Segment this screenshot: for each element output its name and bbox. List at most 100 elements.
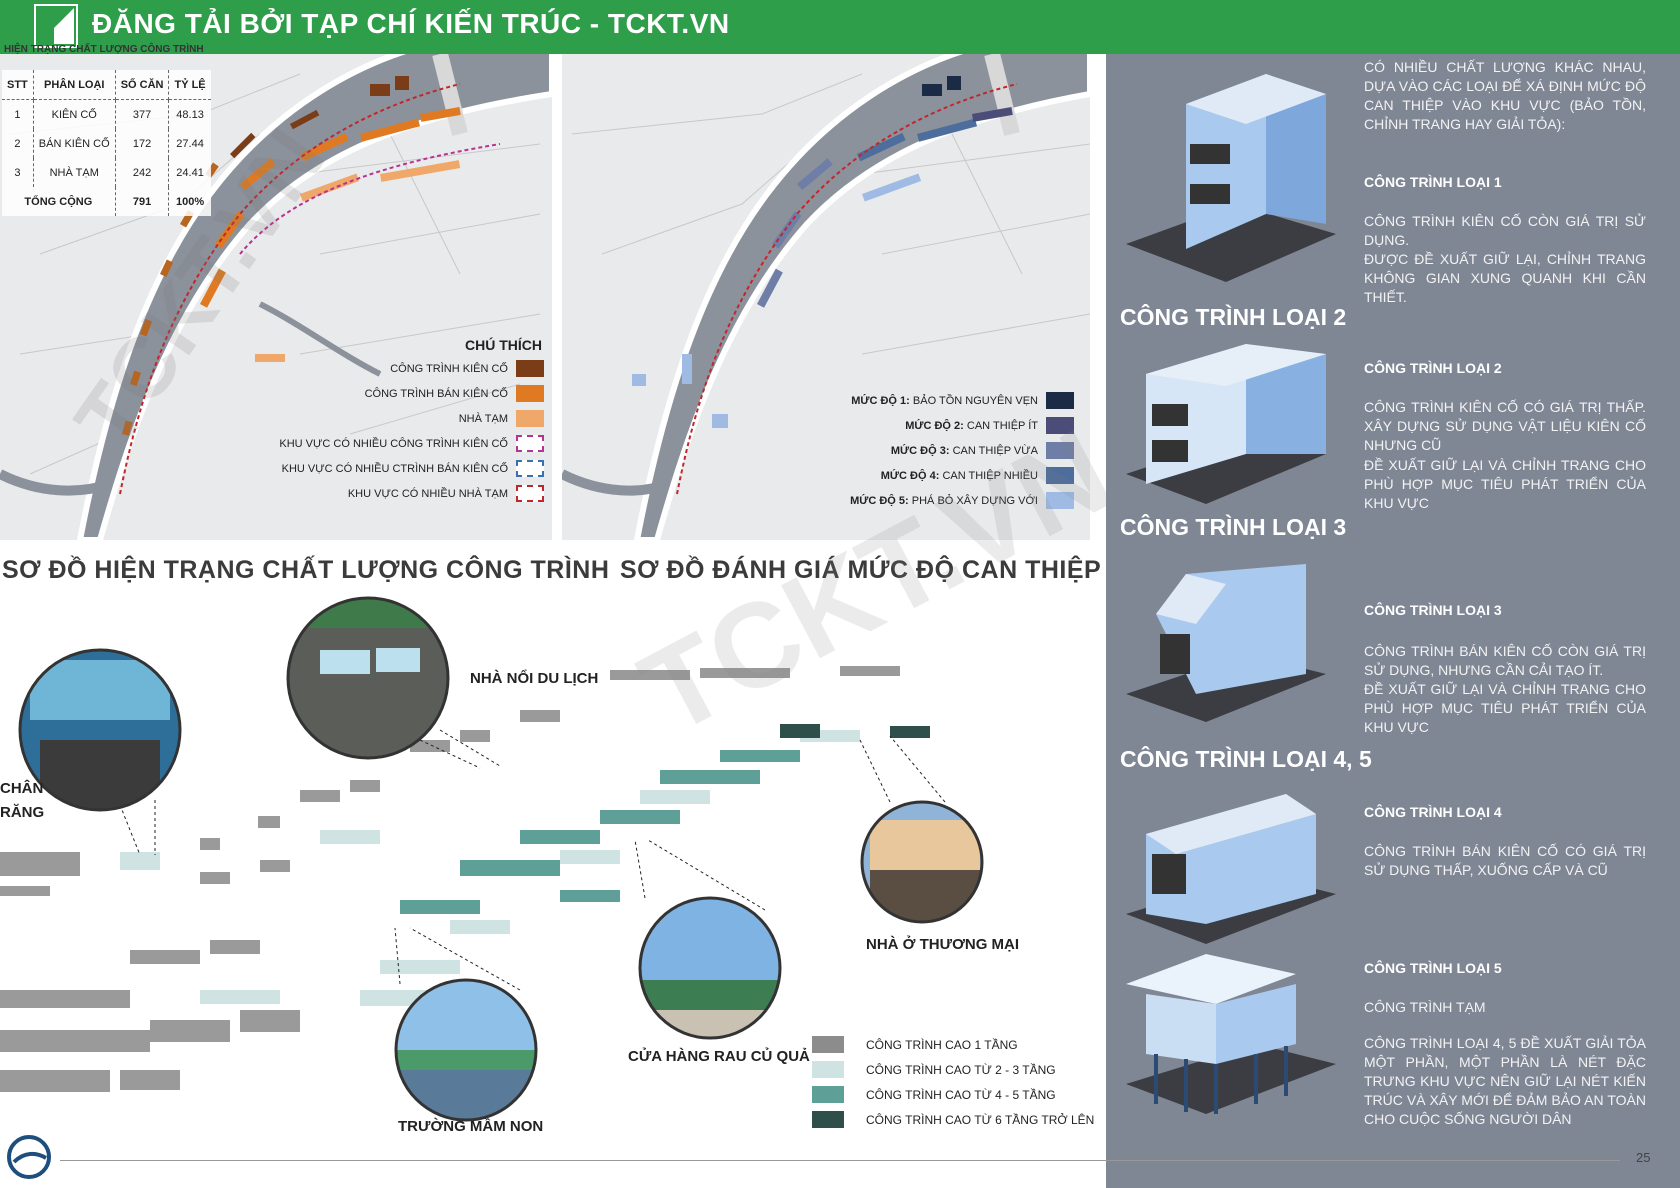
photo-kindergarten-left [20, 650, 180, 810]
legend-swatch [1046, 417, 1074, 434]
intervention-map-title: SƠ ĐỒ ĐÁNH GIÁ MỨC ĐỘ CAN THIỆP [620, 556, 1102, 584]
footer-logo-icon [7, 1135, 51, 1179]
legend-item: CÔNG TRÌNH CAO TỪ 4 - 5 TẦNG [812, 1082, 1094, 1107]
legend-item: KHU VỰC CÓ NHIỀU NHÀ TẠM [250, 481, 544, 506]
legend-swatch [516, 385, 544, 402]
type2-heading: CÔNG TRÌNH LOẠI 2 [1120, 304, 1347, 330]
perspective-diagram [0, 596, 984, 1122]
legend-item: NHÀ TẠM [250, 406, 544, 431]
type1-desc-2: ĐƯỢC ĐỀ XUẤT GIỮ LẠI, CHỈNH TRANG KHÔNG … [1364, 251, 1646, 305]
building-types-panel: CÓ NHIỀU CHẤT LƯỢNG KHÁC NHAU, DỰA VÀO C… [1106, 54, 1680, 1188]
stats-header-cell: SỐ CĂN [115, 70, 170, 100]
callout-floating-house: NHÀ NỔI DU LỊCH [470, 670, 599, 687]
stats-cell: BÁN KIÊN CỐ [33, 129, 116, 158]
legend-level: MỨC ĐỘ 3: [890, 444, 950, 457]
photo-vegetable-store [640, 898, 780, 1038]
building-type-2-illustration [1126, 344, 1326, 504]
legend-swatch [516, 485, 544, 502]
type5-desc-2: CÔNG TRÌNH LOẠI 4, 5 ĐỀ XUẤT GIẢI TỎA MỘ… [1364, 1035, 1646, 1127]
type3-title: CÔNG TRÌNH LOẠI 3 [1364, 602, 1502, 618]
height-legend: CÔNG TRÌNH CAO 1 TẦNG CÔNG TRÌNH CAO TỪ … [812, 1032, 1094, 1132]
type1-title: CÔNG TRÌNH LOẠI 1 [1364, 174, 1502, 190]
header-title: ĐĂNG TẢI BỞI TẠP CHÍ KIẾN TRÚC - TCKT.VN [92, 8, 730, 39]
stats-header-cell: PHÂN LOẠI [33, 70, 116, 100]
callout-commercial-house: NHÀ Ở THƯƠNG MẠI [866, 936, 1020, 953]
legend-level: MỨC ĐỘ 1: [851, 394, 910, 407]
stats-cell: KIÊN CỐ [33, 99, 116, 129]
legend-swatch [1046, 492, 1074, 509]
building-blocks [0, 666, 930, 1092]
stats-row: 3 NHÀ TẠM 242 24.41 [2, 158, 211, 187]
type5-desc-1: CÔNG TRÌNH TẠM [1364, 999, 1486, 1015]
callout-leaders [119, 729, 946, 991]
legend-swatch [516, 360, 544, 377]
legend-desc: CAN THIỆP VỪA [952, 444, 1038, 457]
stats-cell: 24.41 [176, 166, 204, 179]
callout-left-partial-2: RĂNG [0, 804, 45, 821]
intervention-legend: MỨC ĐỘ 1: BẢO TỒN NGUYÊN VẸN MỨC ĐỘ 2: C… [770, 388, 1074, 513]
building-illustrations [1126, 74, 1336, 1114]
type45-heading: CÔNG TRÌNH LOẠI 4, 5 [1120, 746, 1372, 772]
quality-map-drawing: TCKT.VN [0, 54, 552, 540]
type3-desc-2: ĐỀ XUẤT GIỮ LẠI VÀ CHỈNH TRANG CHO PHÙ H… [1364, 681, 1646, 735]
legend-item: MỨC ĐỘ 4: CAN THIỆP NHIỀU [770, 463, 1074, 488]
legend-swatch [516, 410, 544, 427]
building-type-1-illustration [1126, 74, 1336, 282]
legend-label: CÔNG TRÌNH KIÊN CỐ [390, 362, 508, 375]
legend-swatch [1046, 392, 1074, 409]
legend-level: MỨC ĐỘ 4: [880, 469, 940, 482]
header-bar [0, 0, 1680, 54]
legend-label: KHU VỰC CÓ NHIỀU CÔNG TRÌNH KIÊN CỐ [279, 437, 508, 450]
legend-desc: PHÁ BỎ XÂY DỰNG VỚI [911, 494, 1038, 507]
type4-desc: CÔNG TRÌNH BÁN KIÊN CỐ CÓ GIÁ TRỊ SỬ DỤN… [1364, 843, 1646, 878]
type5-title: CÔNG TRÌNH LOẠI 5 [1364, 960, 1502, 976]
stats-cell: 3 [2, 158, 34, 187]
legend-item: CÔNG TRÌNH BÁN KIÊN CỐ [250, 381, 544, 406]
stats-row: 2 BÁN KIÊN CỐ 172 27.44 [2, 129, 211, 158]
legend-item: KHU VỰC CÓ NHIỀU CTRÌNH BÁN KIÊN CỐ [250, 456, 544, 481]
photo-floating-house [288, 598, 448, 758]
legend-swatch [516, 435, 544, 452]
legend-swatch [1046, 467, 1074, 484]
stats-table: STT PHÂN LOẠI SỐ CĂN TỶ LỆ 1 KIÊN CỐ 377… [2, 70, 211, 216]
legend-item: CÔNG TRÌNH CAO 1 TẦNG [812, 1032, 1094, 1057]
legend-swatch [812, 1036, 844, 1053]
stats-header-cell: TỶ LỆ [168, 70, 211, 100]
stats-total-label: TỔNG CỘNG [2, 187, 116, 216]
magazine-logo-icon [34, 4, 78, 48]
legend-item: MỨC ĐỘ 2: CAN THIỆP ÍT [770, 413, 1074, 438]
callout-kindergarten: TRƯỜNG MẦM NON [398, 1118, 544, 1135]
type3-heading: CÔNG TRÌNH LOẠI 3 [1120, 514, 1347, 540]
legend-swatch [812, 1086, 844, 1103]
legend-item: MỨC ĐỘ 5: PHÁ BỎ XÂY DỰNG VỚI [770, 488, 1074, 513]
stats-cell: 242 [115, 158, 170, 187]
legend-item: CÔNG TRÌNH CAO TỪ 6 TẦNG TRỞ LÊN [812, 1107, 1094, 1132]
stats-cell: 377 [115, 99, 170, 129]
stats-cell: 2 [2, 129, 34, 158]
quality-map-title: SƠ ĐỒ HIỆN TRẠNG CHẤT LƯỢNG CÔNG TRÌNH [2, 556, 610, 584]
legend-label: CÔNG TRÌNH CAO TỪ 4 - 5 TẦNG [866, 1087, 1056, 1102]
building-type-3-illustration [1126, 564, 1326, 722]
type2-desc-1: CÔNG TRÌNH KIÊN CỐ CÓ GIÁ TRỊ THẤP. XÂY … [1364, 399, 1646, 453]
building-type-4-illustration [1126, 794, 1336, 944]
legend-item: KHU VỰC CÓ NHIỀU CÔNG TRÌNH KIÊN CỐ [250, 431, 544, 456]
legend-item: CÔNG TRÌNH CAO TỪ 2 - 3 TẦNG [812, 1057, 1094, 1082]
stats-cell: 172 [115, 129, 170, 158]
type2-title: CÔNG TRÌNH LOẠI 2 [1364, 360, 1502, 376]
legend-item: CÔNG TRÌNH KIÊN CỐ [250, 356, 544, 381]
type4-title: CÔNG TRÌNH LOẠI 4 [1364, 804, 1502, 820]
legend-label: CÔNG TRÌNH BÁN KIÊN CỐ [364, 387, 508, 400]
stats-header-row: STT PHÂN LOẠI SỐ CĂN TỶ LỆ [2, 70, 211, 100]
stats-cell: 48.13 [176, 108, 204, 121]
page-number: 25 [1636, 1150, 1651, 1165]
legend-label: KHU VỰC CÓ NHIỀU CTRÌNH BÁN KIÊN CỐ [281, 462, 508, 475]
legend-swatch [516, 460, 544, 477]
legend-item: MỨC ĐỘ 3: CAN THIỆP VỪA [770, 438, 1074, 463]
callout-vegetable-store: CỬA HÀNG RAU CỦ QUẢ [628, 1048, 810, 1065]
intervention-map [562, 54, 1090, 540]
footer-divider [60, 1160, 1620, 1161]
legend-swatch [1046, 442, 1074, 459]
legend-item: MỨC ĐỘ 1: BẢO TỒN NGUYÊN VẸN [770, 388, 1074, 413]
stats-row: 1 KIÊN CỐ 377 48.13 [2, 99, 211, 129]
stats-total-count: 791 [115, 187, 170, 216]
